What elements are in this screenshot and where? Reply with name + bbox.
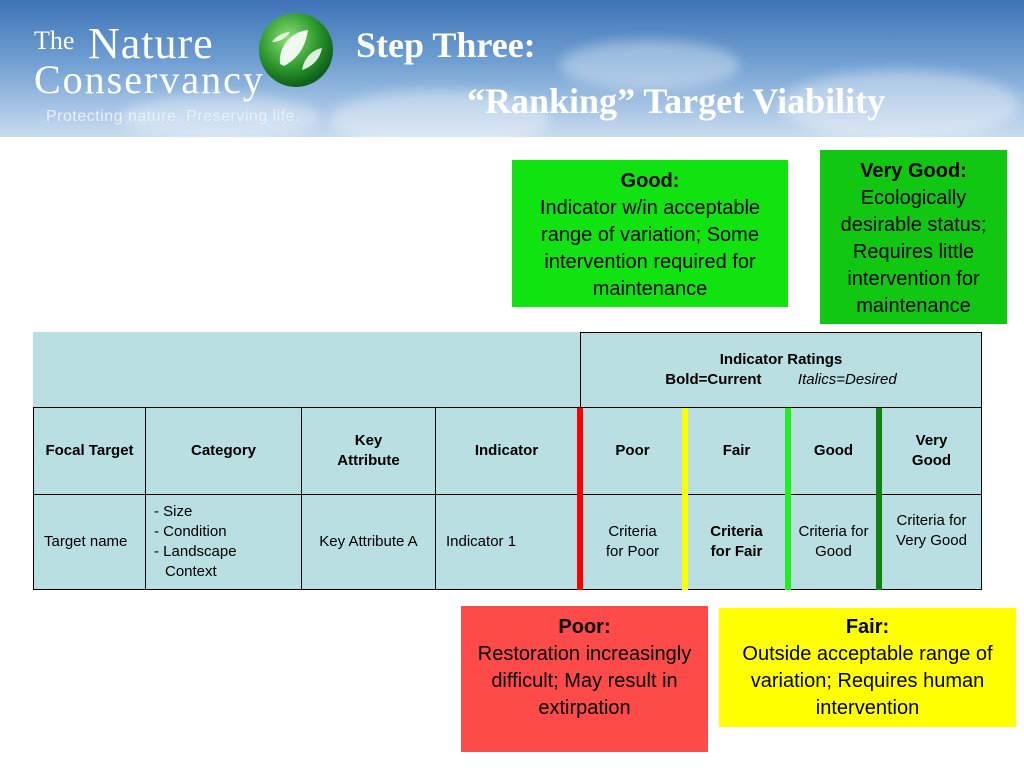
cell-very-good: Criteria for Very Good	[896, 512, 967, 549]
table-border	[580, 332, 581, 408]
cell-category: - Size - Condition - Landscape Context	[146, 495, 301, 589]
callout-very-good-title: Very Good:	[860, 160, 967, 182]
col-header-key-attribute: Key Attribute	[337, 432, 400, 469]
slide-title-line2: “Ranking” Target Viability	[467, 81, 886, 121]
table-border	[33, 589, 982, 590]
indicator-ratings-header: Indicator Ratings Bold=Current Italics=D…	[581, 333, 981, 407]
col-header-focal-target: Focal Target	[45, 442, 134, 459]
table-border	[580, 332, 982, 333]
cell-good: Criteria for Good	[798, 523, 869, 560]
ratings-title: Indicator Ratings	[719, 351, 843, 368]
ratings-legend: Bold=Current Italics=Desired	[665, 370, 896, 390]
logo-tagline: Protecting nature. Preserving life.	[46, 108, 301, 125]
callout-good-title: Good:	[620, 170, 680, 192]
italic-legend: Italics=Desired	[797, 371, 897, 388]
col-header-very-good: Very Good	[911, 432, 952, 469]
col-header-good: Good	[813, 442, 854, 459]
category-item: - Size	[154, 503, 193, 520]
logo-conservancy: Conservancy	[34, 57, 265, 102]
col-header-poor: Poor	[615, 442, 650, 459]
cell-key-attribute: Key Attribute A	[319, 533, 418, 550]
header-banner: The Nature Conservancy Protecting nature…	[0, 0, 1024, 137]
viability-table	[33, 332, 982, 590]
category-item: Context	[165, 563, 217, 580]
table-border	[145, 407, 146, 590]
col-header-fair: Fair	[722, 442, 751, 459]
callout-good: Good: Indicator w/in acceptable range of…	[512, 160, 788, 307]
cell-focal-target: Target name	[44, 533, 128, 550]
cell-fair: Criteria for Fair	[710, 523, 763, 560]
table-border	[33, 407, 982, 408]
table-border	[981, 332, 982, 590]
category-item: - Condition	[154, 523, 227, 540]
fair-color-bar	[682, 408, 688, 590]
table-border	[435, 407, 436, 590]
callout-very-good-text: Ecologically desirable status; Requires …	[840, 187, 987, 317]
cell-indicator: Indicator 1	[446, 533, 517, 550]
callout-poor-title: Poor:	[558, 616, 611, 638]
table-border	[33, 407, 34, 590]
col-header-category: Category	[190, 442, 257, 459]
callout-very-good: Very Good: Ecologically desirable status…	[820, 150, 1007, 324]
cell-poor: Criteria for Poor	[605, 523, 660, 560]
callout-fair-text: Outside acceptable range of variation; R…	[742, 643, 993, 719]
callout-fair-title: Fair:	[845, 616, 890, 638]
good-color-bar	[785, 408, 791, 590]
callout-poor-text: Restoration increasingly difficult; May …	[477, 643, 692, 719]
callout-poor: Poor: Restoration increasingly difficult…	[461, 606, 708, 752]
logo-the: The	[34, 26, 75, 55]
cloud-decoration	[330, 90, 550, 137]
globe-leaf-icon	[259, 13, 333, 87]
callout-fair: Fair: Outside acceptable range of variat…	[719, 608, 1016, 727]
callout-good-text: Indicator w/in acceptable range of varia…	[539, 197, 761, 300]
logo-nature: Nature	[88, 19, 214, 68]
slide-title-line1: Step Three:	[356, 25, 536, 65]
cloud-decoration	[780, 70, 1020, 137]
table-border	[301, 407, 302, 590]
table-border	[33, 494, 982, 495]
poor-color-bar	[577, 408, 583, 590]
col-header-indicator: Indicator	[474, 442, 539, 459]
cloud-decoration	[120, 95, 320, 137]
very-good-color-bar	[876, 408, 882, 590]
cloud-decoration	[560, 40, 740, 90]
category-item: - Landscape	[154, 543, 237, 560]
bold-legend: Bold=Current	[665, 371, 762, 388]
